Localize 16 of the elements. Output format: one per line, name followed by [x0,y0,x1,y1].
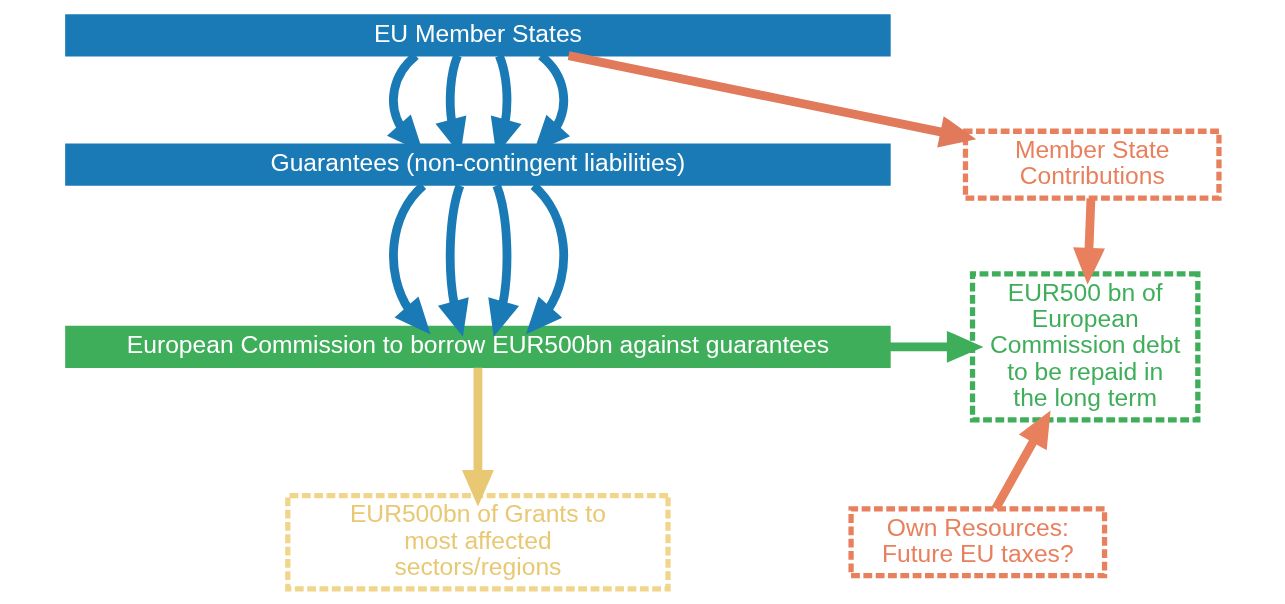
node-box: Own Resources: Future EU taxes? [848,506,1108,579]
arrow [488,184,519,337]
node-box: European Commission to borrow EUR500bn against guarantees [65,325,891,368]
node-box: EUR500bn of Grants to most affected sectors/regions [285,493,671,592]
node-box: EU Member States [65,14,891,57]
arrow [991,410,1051,511]
arrow [437,184,469,337]
node-box: EUR500 bn of European Commission debt to be repaid in the long term [969,271,1201,423]
arrow [890,330,984,363]
node-box: Guarantees (non-contingent liabilities) [65,143,891,186]
arrow [389,182,431,335]
arrow [567,51,977,148]
arrow [461,367,494,507]
node-box: Member State Contributions [962,128,1222,201]
arrow [1073,198,1105,285]
arrow [526,182,569,335]
